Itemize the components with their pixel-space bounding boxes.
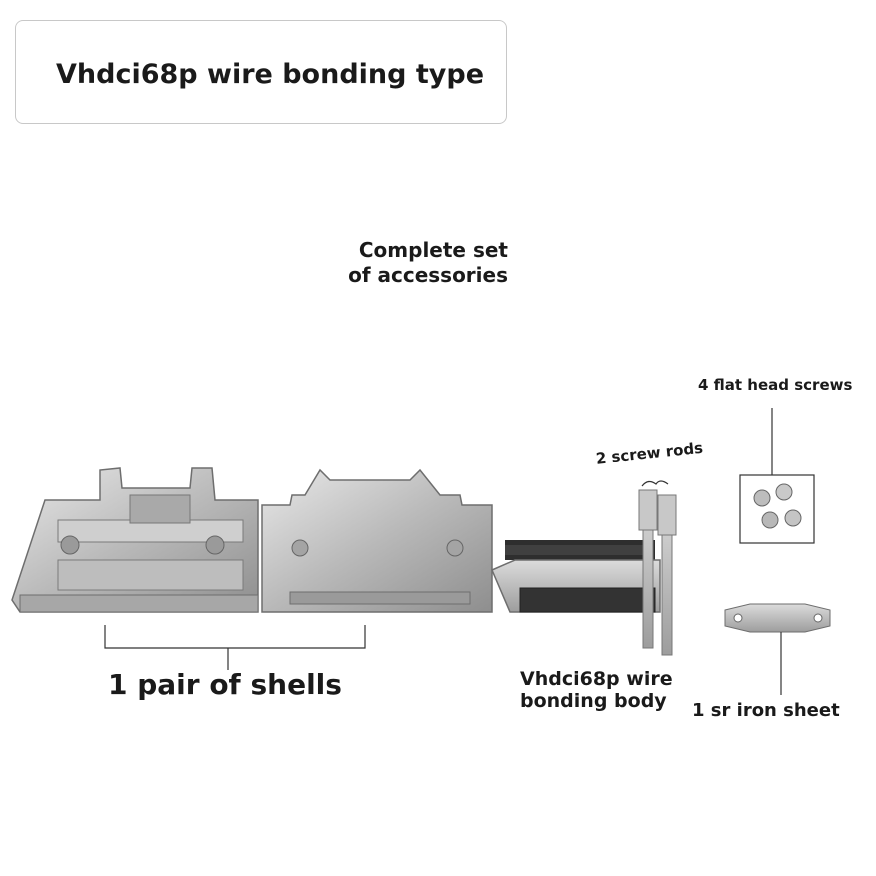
connector-pins <box>505 545 653 555</box>
shells-label: 1 pair of shells <box>108 668 342 701</box>
body-label: Vhdci68p wire bonding body <box>520 668 673 712</box>
subtitle-line-1: Complete set <box>358 238 508 262</box>
screw-rods-bracket <box>641 480 669 487</box>
screws-box <box>739 474 815 544</box>
connector-body <box>491 540 661 613</box>
iron-sheet <box>724 603 831 633</box>
subtitle: Complete set of accessories <box>300 238 508 288</box>
iron-sheet-label: 1 sr iron sheet <box>692 700 840 721</box>
screws-label: 4 flat head screws <box>698 376 853 394</box>
subtitle-line-2: of accessories <box>348 263 508 287</box>
page-title: Vhdci68p wire bonding type <box>56 59 485 90</box>
shells-bracket <box>104 625 366 670</box>
body-label-line-1: Vhdci68p wire <box>520 668 673 690</box>
screw-rods <box>638 489 677 656</box>
title-box: Vhdci68p wire bonding type <box>15 20 507 124</box>
right-shell <box>261 468 493 613</box>
body-label-line-2: bonding body <box>520 690 667 712</box>
left-shell <box>11 467 259 613</box>
